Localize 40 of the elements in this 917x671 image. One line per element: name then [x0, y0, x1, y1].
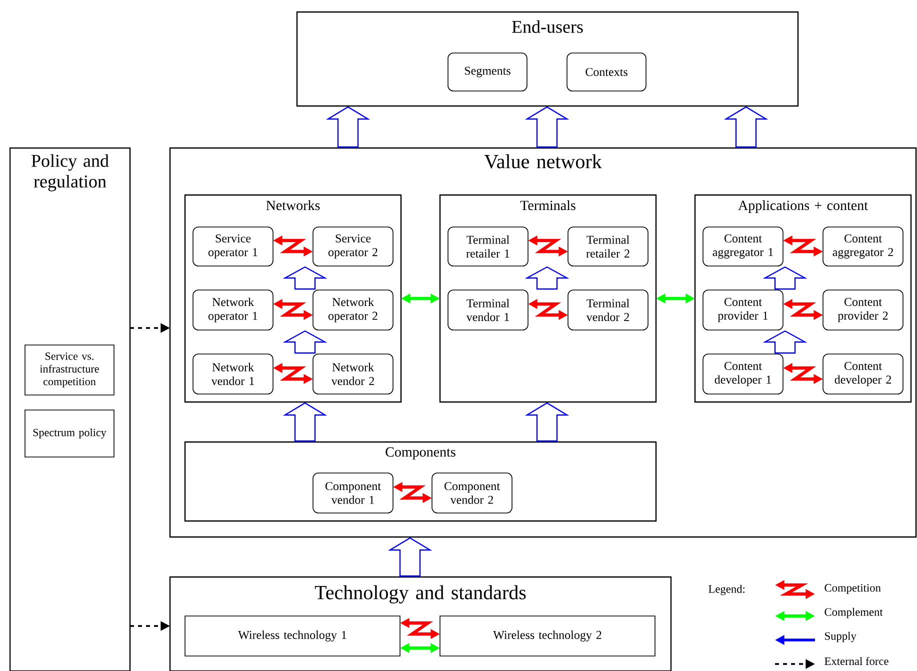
text-box: Wireless technology 2 [440, 616, 656, 656]
role-box: Service operator 1 [192, 226, 274, 266]
legend-text: Competition [824, 584, 881, 594]
role-box: Content aggregator 1 [702, 226, 784, 266]
role-box: Component vendor 2 [432, 472, 512, 514]
text-box: Service vs. infrastructure competition [24, 344, 114, 396]
role-box: Service operator 2 [312, 226, 394, 266]
role-box: Network operator 2 [312, 290, 394, 330]
arrow [524, 402, 570, 442]
arrow [524, 106, 570, 148]
legend-text: Complement [824, 608, 883, 618]
role-box: Terminal vendor 1 [448, 290, 528, 330]
role-box: Content developer 2 [822, 354, 904, 394]
legend-text: Supply [825, 632, 856, 642]
role-box: Component vendor 1 [312, 472, 394, 514]
arrow [524, 266, 570, 290]
arrow [762, 330, 808, 354]
text-box: Spectrum policy [24, 410, 114, 458]
role-box: Network vendor 2 [312, 354, 394, 394]
legend-title: Legend: [708, 584, 744, 596]
role-box: Content aggregator 2 [822, 226, 904, 266]
role-box: Terminal retailer 2 [568, 226, 648, 266]
arrow [724, 106, 768, 148]
role-box: Content provider 1 [702, 290, 784, 330]
arrow [282, 266, 328, 290]
arrow [326, 106, 370, 148]
role-box: Terminal vendor 2 [568, 290, 648, 330]
role-box: Content provider 2 [822, 290, 904, 330]
role-box: Network operator 1 [192, 290, 274, 330]
role-box: Terminal retailer 1 [448, 226, 528, 266]
role-box: Segments [448, 52, 528, 92]
legend-text: External force [824, 656, 888, 666]
role-box: Contexts [566, 52, 646, 92]
text-box: Wireless technology 1 [184, 616, 400, 656]
arrow [388, 537, 432, 577]
arrow [282, 402, 328, 442]
role-box: Content developer 1 [702, 354, 784, 394]
arrow [282, 330, 328, 354]
role-box: Network vendor 1 [192, 354, 274, 394]
arrow [762, 266, 808, 290]
